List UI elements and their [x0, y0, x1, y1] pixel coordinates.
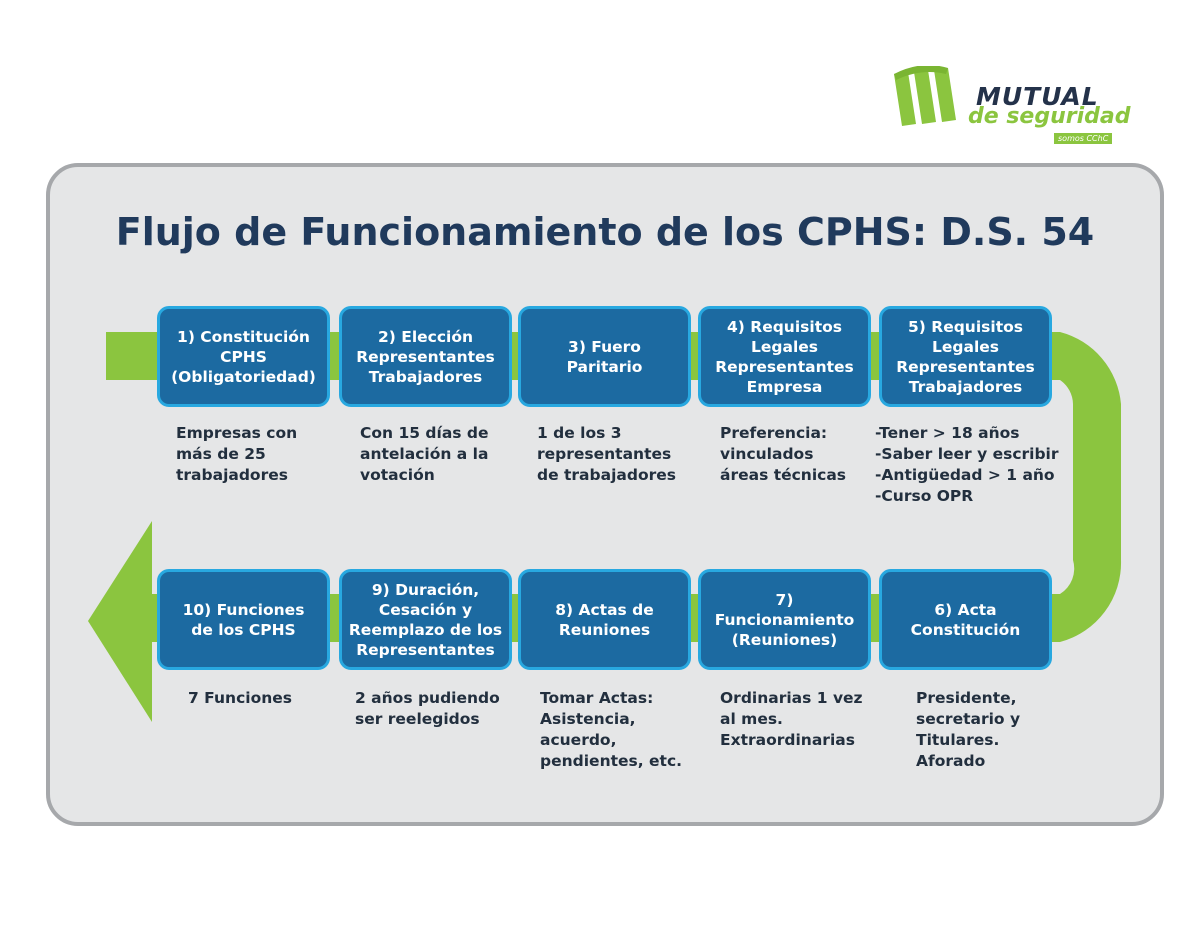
- brand-subtitle: de seguridad: [968, 104, 1131, 129]
- step-box-5: 5) Requisitos Legales Representantes Tra…: [879, 306, 1052, 407]
- page-title: Flujo de Funcionamiento de los CPHS: D.S…: [115, 210, 1095, 254]
- step-box-1: 1) Constitución CPHS (Obligatoriedad): [157, 306, 330, 407]
- step-box-2: 2) Elección Representantes Trabajadores: [339, 306, 512, 407]
- flow-u-turn: [1040, 332, 1122, 642]
- step-desc-5: -Tener > 18 años -Saber leer y escribir …: [875, 424, 1059, 505]
- step-desc-4: Preferencia: vinculados áreas técnicas: [720, 424, 847, 484]
- step-label-8: 8) Actas de Reuniones: [555, 600, 654, 639]
- step-label-4: 4) Requisitos Legales Representantes Emp…: [715, 317, 854, 396]
- step-box-3: 3) Fuero Paritario: [518, 306, 691, 407]
- diagram-panel: [46, 163, 1164, 826]
- brand-name: MUTUAL: [976, 82, 1099, 111]
- step-desc-2: Con 15 días de antelación a la votación: [360, 424, 489, 484]
- step-label-6: 6) Acta Constitución: [910, 600, 1021, 639]
- step-label-1: 1) Constitución CPHS (Obligatoriedad): [171, 327, 316, 386]
- step-desc-1: Empresas con más de 25 trabajadores: [176, 424, 298, 484]
- step-label-9: 9) Duración, Cesación y Reemplazo de los…: [348, 580, 503, 659]
- step-label-10: 10) Funciones de los CPHS: [182, 600, 305, 639]
- step-label-5: 5) Requisitos Legales Representantes Tra…: [896, 317, 1035, 396]
- step-label-3: 3) Fuero Paritario: [566, 337, 643, 376]
- step-desc-3: 1 de los 3 representantes de trabajadore…: [537, 424, 676, 484]
- step-box-4: 4) Requisitos Legales Representantes Emp…: [698, 306, 871, 407]
- step-box-9: 9) Duración, Cesación y Reemplazo de los…: [339, 569, 512, 670]
- brand-tagline: somos CChC: [1054, 133, 1113, 144]
- step-label-7: 7) Funcionamiento (Reuniones): [714, 590, 855, 649]
- flow-entry-bar: [106, 332, 166, 380]
- mutual-m-icon: [894, 65, 956, 126]
- step-desc-6: Presidente, secretario y Titulares. Afor…: [916, 689, 1021, 770]
- step-desc-8: Tomar Actas: Asistencia, acuerdo, pendie…: [540, 689, 683, 770]
- step-desc-7: Ordinarias 1 vez al mes. Extraordinarias: [720, 689, 863, 749]
- step-desc-10: 7 Funciones: [188, 689, 292, 707]
- step-box-7: 7) Funcionamiento (Reuniones): [698, 569, 871, 670]
- step-desc-9: 2 años pudiendo ser reelegidos: [355, 689, 500, 728]
- flow-arrowhead: [88, 521, 152, 722]
- mutual-logo: MUTUAL de seguridad somos CChC: [888, 65, 1150, 146]
- step-box-8: 8) Actas de Reuniones: [518, 569, 691, 670]
- step-box-6: 6) Acta Constitución: [879, 569, 1052, 670]
- step-label-2: 2) Elección Representantes Trabajadores: [356, 327, 495, 386]
- step-box-10: 10) Funciones de los CPHS: [157, 569, 330, 670]
